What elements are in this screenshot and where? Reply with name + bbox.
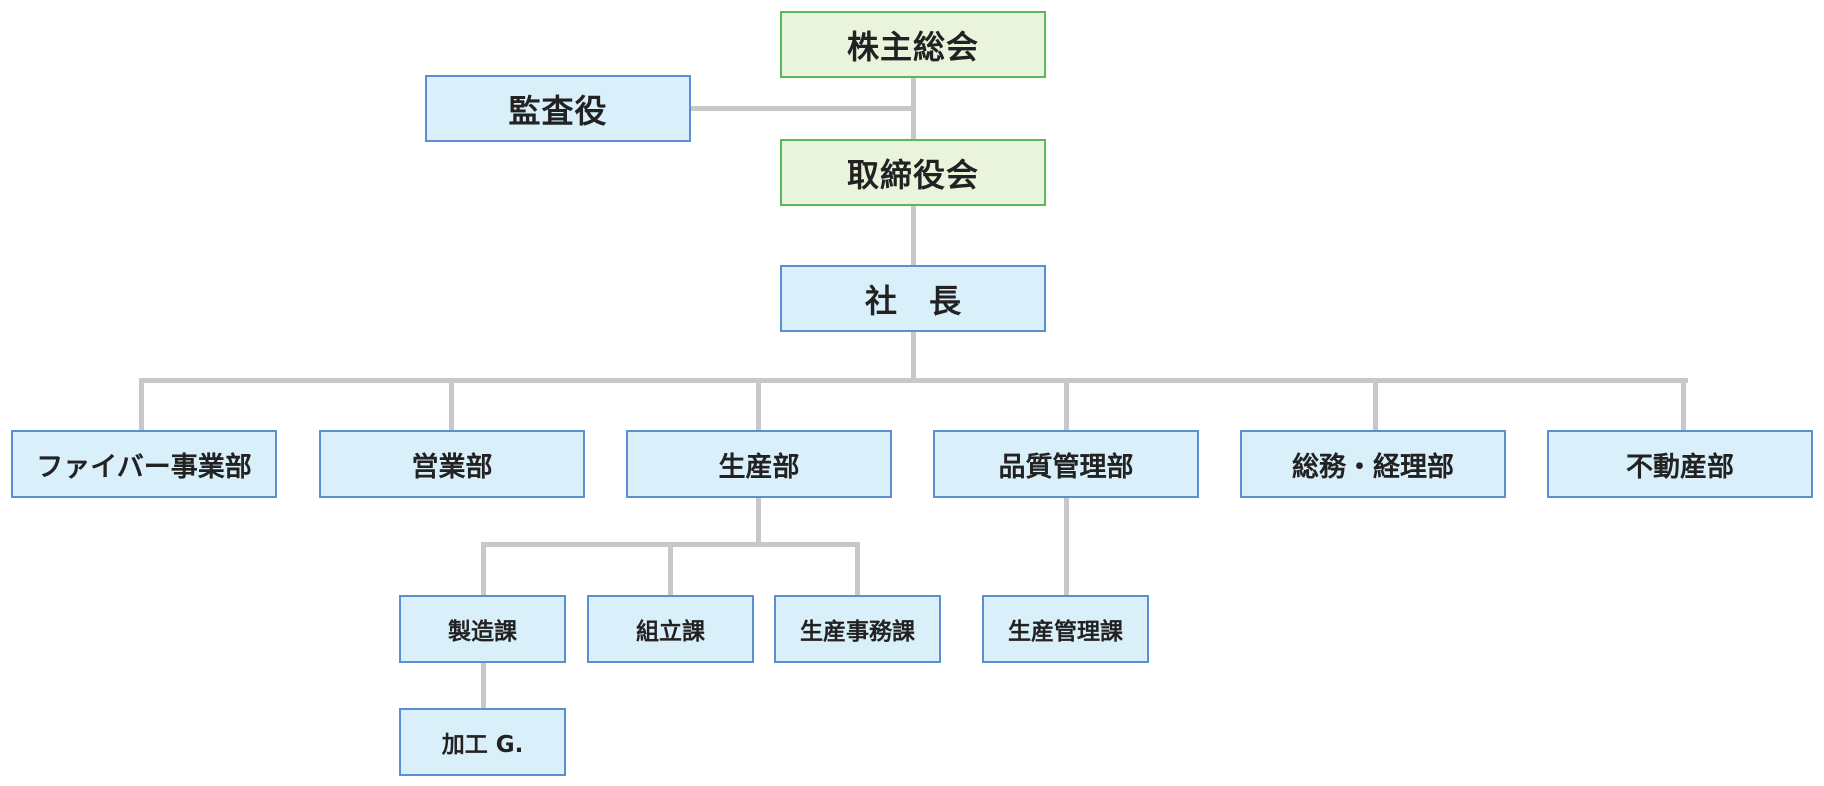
section-label: 製造課 [448, 619, 517, 645]
board-of-directors-label: 取締役会 [846, 155, 979, 194]
section-box: 生産事務課 [774, 595, 941, 663]
connector-drop-realestate [1681, 378, 1686, 431]
group-box: 加工 G. [399, 708, 566, 776]
connector-manufacturing-group [481, 662, 486, 709]
connector-departments-bus [139, 378, 1688, 383]
shareholders-meeting-label: 株主総会 [846, 27, 979, 66]
connector-drop-fiber [139, 378, 144, 431]
section-label: 生産管理課 [1008, 619, 1123, 645]
connector-board-president [911, 205, 916, 266]
board-of-directors-box: 取締役会 [780, 139, 1046, 206]
president-label: 社 長 [864, 281, 961, 320]
department-box: 不動産部 [1547, 430, 1813, 498]
connector-auditor [690, 106, 914, 111]
department-box: 総務・経理部 [1240, 430, 1506, 498]
department-box: 生産部 [626, 430, 892, 498]
connector-drop-production-admin [855, 542, 860, 596]
department-label: ファイバー事業部 [36, 451, 252, 483]
section-label: 生産事務課 [800, 619, 915, 645]
department-label: 不動産部 [1626, 451, 1734, 483]
shareholders-meeting-box: 株主総会 [780, 11, 1046, 78]
connector-president-trunk [911, 331, 916, 382]
group-label: 加工 G. [441, 732, 524, 758]
auditor-label: 監査役 [508, 91, 608, 130]
department-label: 生産部 [718, 451, 800, 483]
section-label: 組立課 [636, 619, 705, 645]
connector-drop-manufacturing [481, 542, 486, 596]
connector-drop-admin [1373, 378, 1378, 431]
president-box: 社 長 [780, 265, 1046, 332]
department-box: 品質管理部 [933, 430, 1199, 498]
connector-quality-section [1064, 497, 1069, 596]
connector-drop-assembly [668, 542, 673, 596]
department-box: 営業部 [319, 430, 585, 498]
section-box: 組立課 [587, 595, 754, 663]
department-label: 営業部 [411, 451, 493, 483]
connector-production-trunk [756, 497, 761, 547]
department-label: 総務・経理部 [1292, 451, 1454, 483]
connector-drop-production [756, 378, 761, 431]
section-box: 生産管理課 [982, 595, 1149, 663]
section-box: 製造課 [399, 595, 566, 663]
connector-drop-sales [449, 378, 454, 431]
department-box: ファイバー事業部 [11, 430, 277, 498]
department-label: 品質管理部 [998, 451, 1134, 483]
connector-drop-quality [1064, 378, 1069, 431]
auditor-box: 監査役 [425, 75, 691, 142]
